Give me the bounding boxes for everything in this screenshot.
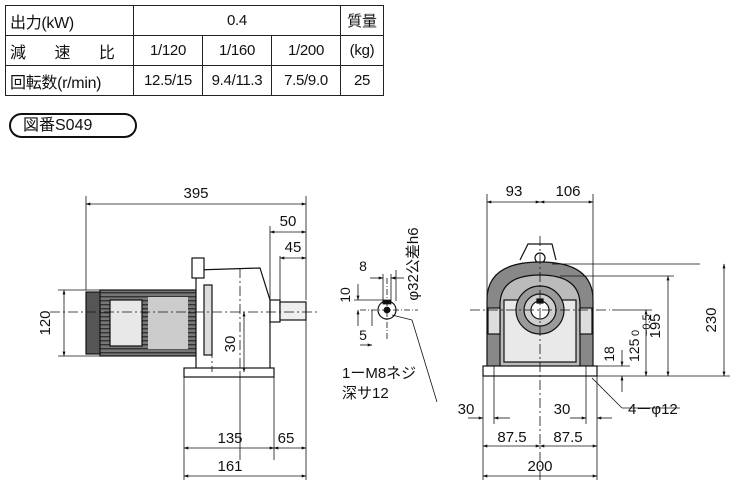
- dim-shaft-diameter: φ32公差h6: [405, 227, 422, 300]
- motor-fins-highlight: [148, 297, 188, 349]
- speed-label: 回転数(r/min): [5, 65, 134, 96]
- gear-housing: [195, 267, 271, 373]
- dim-shaft-height: 125: [626, 338, 642, 362]
- spec-row-output: 出力(kW) 0.4 質量: [5, 5, 384, 36]
- front-view: [470, 236, 610, 480]
- tap-callout: 1ーM8ネジ: [342, 365, 416, 382]
- base-plate: [183, 367, 275, 378]
- eye-bolt: [191, 257, 205, 279]
- dim-shaft-50: 50: [280, 213, 297, 230]
- dim-base-65: 65: [278, 430, 295, 447]
- speed-2: 9.4/11.3: [202, 65, 272, 96]
- dim-height-230: 230: [703, 307, 720, 332]
- dim-key-10: 10: [337, 287, 353, 303]
- dim-foot-30-right: 30: [554, 401, 571, 418]
- dim-motor-height: 120: [37, 310, 54, 335]
- ratio-label: 減 速 比: [5, 35, 134, 66]
- speed-1: 12.5/15: [133, 65, 203, 96]
- dim-shaft-45: 45: [285, 239, 302, 256]
- side-view-dimensions: [58, 196, 307, 480]
- output-shaft: [279, 301, 307, 321]
- dim-tol-upper: 0: [630, 330, 642, 336]
- dim-half-87-left: 87.5: [497, 429, 526, 446]
- mass-unit: (kg): [340, 35, 384, 66]
- shaft-collar: [269, 299, 281, 323]
- mass-value: 25: [340, 65, 384, 96]
- dim-tol-lower: −0.5: [641, 314, 653, 336]
- figure-number-badge: 図番S049: [9, 113, 137, 138]
- holes-callout: 4ーφ12: [628, 401, 678, 418]
- dim-base-135: 135: [217, 430, 242, 447]
- dim-foot-30-left: 30: [458, 401, 475, 418]
- speed-3: 7.5/9.0: [271, 65, 341, 96]
- dim-key-5: 5: [359, 327, 367, 343]
- output-label: 出力(kW): [5, 5, 134, 36]
- motor-terminal-box: [109, 299, 143, 347]
- spec-row-speed: 回転数(r/min) 12.5/15 9.4/11.3 7.5/9.0 25: [5, 65, 384, 96]
- side-view: [50, 257, 318, 378]
- dim-base-200: 200: [527, 458, 552, 475]
- front-view-dimensions: [468, 194, 730, 480]
- ratio-3: 1/200: [271, 35, 341, 66]
- output-value: 0.4: [133, 5, 341, 36]
- dim-base-18: 18: [601, 346, 617, 362]
- shaft-key-detail: [354, 270, 438, 403]
- dim-half-87-right: 87.5: [553, 429, 582, 446]
- dim-key-8: 8: [359, 258, 367, 274]
- dim-width-106: 106: [555, 183, 580, 200]
- spec-row-ratio: 減 速 比 1/120 1/160 1/200 (kg): [5, 35, 384, 66]
- dim-height-195: 195: [647, 313, 664, 338]
- spec-table: 出力(kW) 0.4 質量 減 速 比 1/120 1/160 1/200 (k…: [5, 5, 384, 96]
- dim-overall-length: 395: [183, 185, 208, 202]
- dim-center-30: 30: [222, 336, 239, 353]
- tap-depth-callout: 深サ12: [342, 385, 389, 402]
- dim-base-161: 161: [217, 458, 242, 475]
- dim-width-93: 93: [506, 183, 523, 200]
- flange: [203, 284, 213, 356]
